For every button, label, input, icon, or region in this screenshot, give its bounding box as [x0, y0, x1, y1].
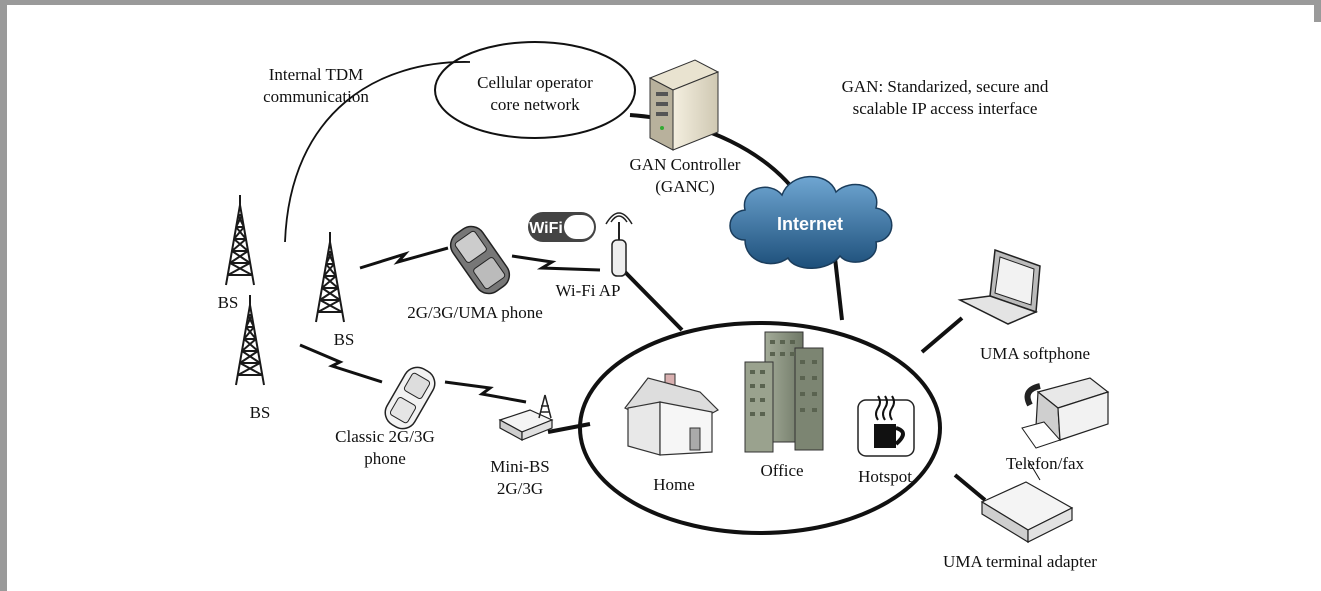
access-ellipse: [578, 321, 942, 535]
mini-bs-icon: [498, 394, 554, 442]
wifi-ellipse-link: [623, 270, 684, 332]
wireless-phone-ap: [511, 254, 601, 272]
bs-lower-label: BS: [250, 403, 271, 422]
internet-cloud-icon: [729, 175, 893, 269]
wireless-links: [299, 246, 601, 404]
hotspot-coffee-icon: [857, 395, 915, 457]
tdm-label-2: communication: [263, 87, 369, 106]
wifi-logo-icon: [528, 212, 596, 242]
minibs-ellipse-link: [547, 422, 591, 434]
ganc-label-2: (GANC): [655, 177, 715, 196]
gan-controller-server-icon: [648, 59, 720, 151]
core-network-label-1: Cellular operator: [477, 73, 593, 92]
telefon-fax-label: Telefon/fax: [1006, 454, 1085, 473]
wireless-bs-phone: [359, 246, 449, 270]
fax-machine-icon: [1021, 377, 1110, 449]
home-icon: [624, 373, 719, 456]
wifi-ap-icon: [605, 212, 633, 277]
tdm-label-1: Internal TDM: [269, 65, 364, 84]
gan-label-2: scalable IP access interface: [853, 99, 1038, 118]
classic-phone-label-2: phone: [364, 449, 406, 468]
fax-cable: [1027, 459, 1041, 481]
uma-phone-icon: [449, 225, 511, 295]
classic-phone-label-1: Classic 2G/3G: [335, 427, 435, 446]
wifi-ap-label: Wi-Fi AP: [556, 281, 621, 300]
frame-top: [0, 0, 1321, 5]
frame-right-stub: [1314, 0, 1321, 22]
wireless-classic-minibs: [444, 380, 527, 404]
internet-label: Internet: [777, 214, 843, 234]
uma-terminal-label: UMA terminal adapter: [943, 552, 1097, 571]
mini-bs-label-2: 2G/3G: [497, 479, 543, 498]
bs-tower-lower-icon: [235, 294, 265, 386]
uma-phone-label: 2G/3G/UMA phone: [407, 303, 543, 322]
mini-bs-label-1: Mini-BS: [490, 457, 550, 476]
tdm-link: [284, 61, 471, 243]
office-label: Office: [760, 461, 803, 480]
core-network-ellipse: [434, 41, 636, 139]
office-building-icon: [744, 331, 824, 453]
classic-phone-icon: [384, 366, 436, 430]
frame-left: [0, 0, 7, 591]
laptop-icon: [957, 248, 1041, 325]
bs-left-label: BS: [218, 293, 239, 312]
bs-mid-label: BS: [334, 330, 355, 349]
ganc-label-1: GAN Controller: [630, 155, 741, 174]
gan-label-1: GAN: Standarized, secure and: [842, 77, 1049, 96]
softphone-link: [920, 316, 964, 354]
bs-tower-left-icon: [225, 194, 255, 286]
internet-ellipse-link: [833, 257, 844, 321]
wireless-bs-classic: [299, 343, 383, 384]
uma-softphone-label: UMA softphone: [980, 344, 1090, 363]
bs-tower-mid-icon: [315, 231, 345, 323]
wifi-logo-text: WiFi: [529, 220, 563, 237]
core-network-label-2: core network: [490, 95, 580, 114]
terminal-adapter-icon: [980, 481, 1074, 544]
home-label: Home: [653, 475, 695, 494]
hotspot-label: Hotspot: [858, 467, 912, 486]
adapter-link: [953, 473, 987, 502]
